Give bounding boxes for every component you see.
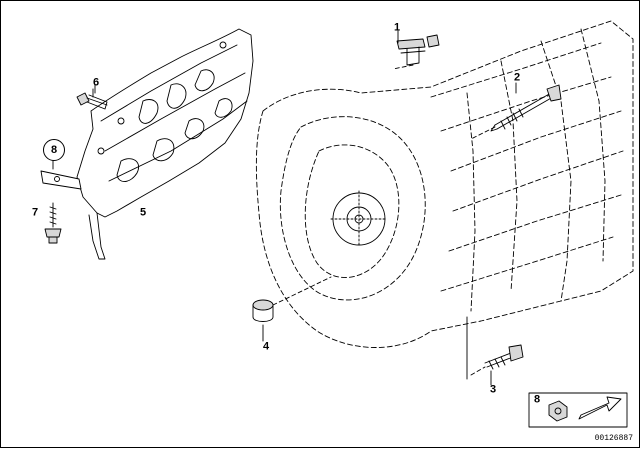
screw-part-6: [76, 84, 108, 110]
document-number: 00126887: [594, 434, 633, 443]
callout-8-inset: 8: [533, 393, 541, 406]
callout-8-ring: 8: [43, 139, 65, 161]
callout-6: 6: [92, 76, 100, 89]
bolt-part-3: [470, 344, 524, 376]
callout-5: 5: [139, 206, 147, 219]
heat-shield-part-5: [40, 28, 254, 260]
screw-part-7: [44, 202, 62, 244]
callout-3: 3: [489, 383, 497, 396]
transmission-housing: [255, 20, 634, 348]
callout-1: 1: [393, 21, 401, 34]
callout-8-ring-label: 8: [50, 144, 58, 156]
sleeve-part-4: [252, 276, 332, 322]
bolt-part-1: [392, 34, 440, 70]
torque-converter: [330, 190, 388, 248]
callout-7: 7: [31, 206, 39, 219]
inset-box: [528, 392, 628, 428]
callout-4: 4: [262, 340, 270, 353]
bolt-part-2: [470, 84, 562, 140]
callout-2: 2: [513, 71, 521, 84]
